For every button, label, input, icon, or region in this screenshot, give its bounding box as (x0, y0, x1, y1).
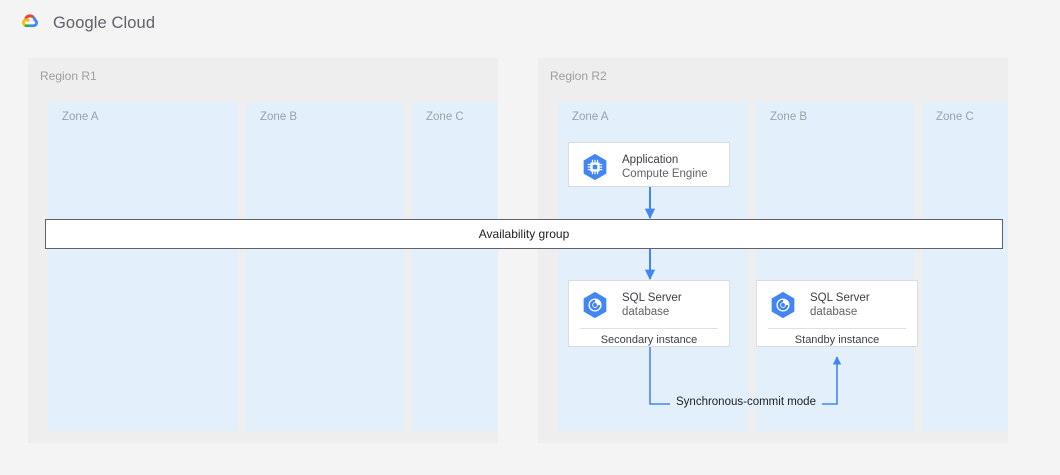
card-header: SQL Server database (757, 281, 917, 328)
card-footer-standby-instance: Standby instance (768, 328, 906, 351)
region-r2-zone-b: Zone B (756, 102, 914, 431)
google-cloud-logo-icon (22, 14, 38, 28)
region-r2-zone-a-label: Zone A (572, 111, 609, 123)
card-title: SQL Server (810, 291, 870, 304)
sql-server-database-icon (583, 291, 607, 319)
region-r2: Region R2 Zone A Zone B Zone C (538, 58, 1008, 443)
card-sql-server-secondary[interactable]: SQL Server database Secondary instance (568, 280, 730, 347)
region-r2-zone-c-label: Zone C (936, 111, 974, 123)
card-subtitle: database (622, 306, 670, 318)
availability-group-label: Availability group (478, 227, 570, 241)
region-r2-label: Region R2 (550, 69, 607, 83)
card-application-compute-engine[interactable]: Application Compute Engine (568, 142, 730, 187)
synchronous-commit-mode-label: Synchronous-commit mode (670, 396, 822, 408)
region-r1-label: Region R1 (40, 69, 97, 83)
compute-engine-icon (583, 153, 607, 181)
card-text-group: Application Compute Engine (622, 153, 708, 181)
card-subtitle: database (810, 306, 858, 318)
region-r1-zone-a-label: Zone A (62, 111, 99, 123)
region-r1: Region R1 Zone A Zone B Zone C (28, 58, 498, 443)
card-header: SQL Server database (569, 281, 729, 328)
card-sql-server-standby[interactable]: SQL Server database Standby instance (756, 280, 918, 347)
card-subtitle: Compute Engine (622, 168, 708, 180)
card-text-group: SQL Server database (622, 291, 682, 319)
brand-title: Google Cloud (53, 13, 156, 32)
region-r1-zone-c-label: Zone C (426, 111, 464, 123)
sql-server-database-icon (771, 291, 795, 319)
region-r2-zone-b-label: Zone B (770, 111, 808, 123)
card-text-group: SQL Server database (810, 291, 870, 319)
availability-group-bar: Availability group (45, 219, 1003, 249)
app-header: Google Cloud (0, 0, 1060, 46)
region-r1-zone-b-label: Zone B (260, 111, 298, 123)
card-header: Application Compute Engine (569, 143, 729, 190)
card-title: Application (622, 153, 679, 166)
card-footer-secondary-instance: Secondary instance (580, 328, 718, 351)
region-r1-zone-c: Zone C (412, 102, 498, 431)
card-title: SQL Server (622, 291, 682, 304)
region-r1-zone-a: Zone A (48, 102, 238, 431)
architecture-diagram: Region R1 Zone A Zone B Zone C Region R2… (0, 46, 1060, 475)
region-r1-zone-b: Zone B (246, 102, 404, 431)
region-r2-zone-c: Zone C (922, 102, 1008, 431)
